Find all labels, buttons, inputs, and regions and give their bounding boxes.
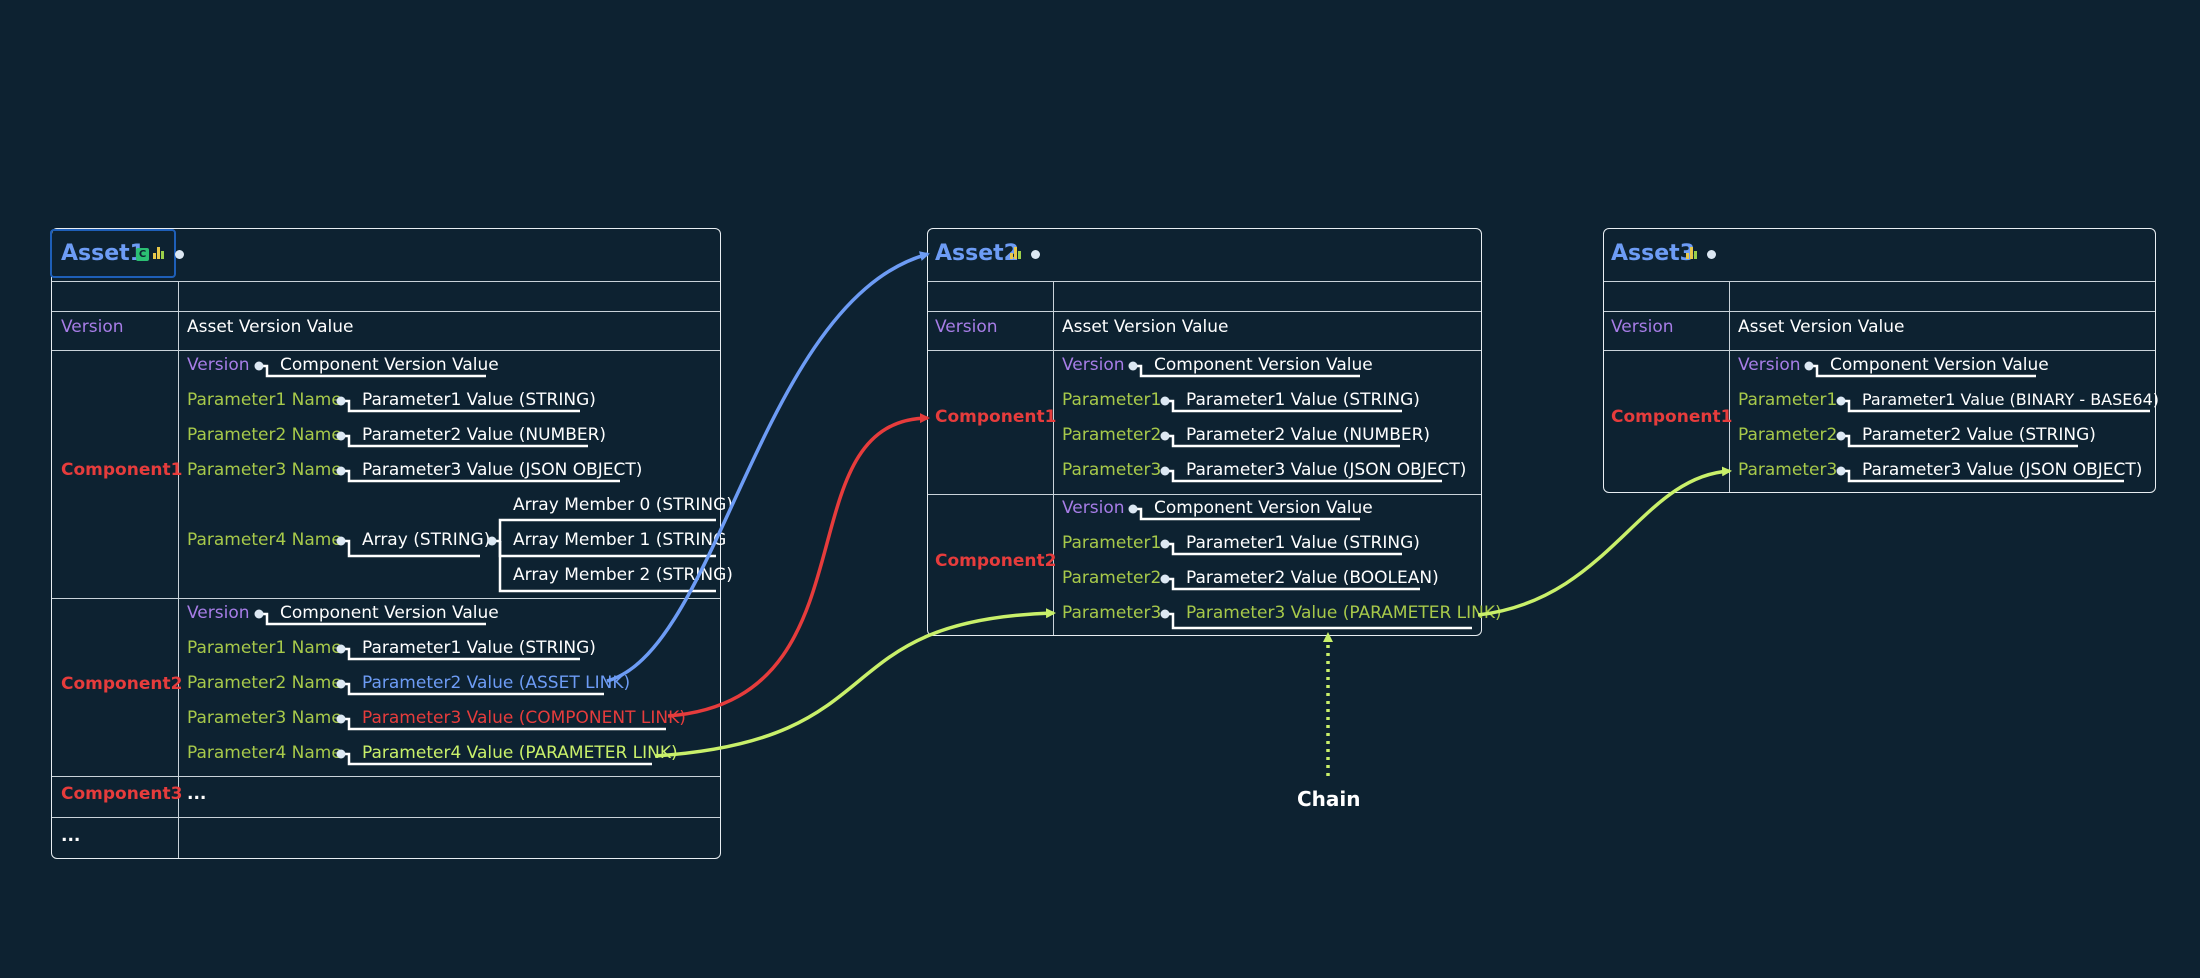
circle-c-icon: C [136, 248, 149, 261]
asset3-title[interactable]: Asset3 [1611, 241, 1695, 266]
divider [928, 281, 1481, 282]
parameter1-name: Parameter1 Name [187, 390, 342, 410]
bar-chart-icon [1010, 247, 1024, 259]
asset1-title[interactable]: Asset1 [61, 241, 145, 266]
component3-value: ... [187, 784, 207, 804]
port-dot-icon[interactable] [175, 250, 184, 259]
divider [1053, 281, 1054, 635]
parameter2-name: Parameter2 [1062, 568, 1162, 588]
parameter3-name: Parameter3 [1062, 460, 1162, 480]
port-dot-icon[interactable] [1031, 250, 1040, 259]
parameter4-name: Parameter4 Name [187, 743, 342, 763]
parameter1-value[interactable]: Parameter1 Value (STRING) [1186, 533, 1420, 553]
component-version-value[interactable]: Component Version Value [280, 355, 499, 375]
parameter2-value[interactable]: Parameter2 Value (BOOLEAN) [1186, 568, 1439, 588]
asset-version-value[interactable]: Asset Version Value [1062, 317, 1229, 337]
parameter1-name: Parameter1 [1062, 390, 1162, 410]
parameter3-name: Parameter3 Name [187, 708, 342, 728]
component3-label[interactable]: Component3 [61, 784, 183, 804]
divider [52, 776, 720, 777]
divider [928, 311, 1481, 312]
parameter2-name: Parameter2 Name [187, 673, 342, 693]
parameter4-name: Parameter4 Name [187, 530, 342, 550]
divider [928, 494, 1481, 495]
chain-label: Chain [1297, 787, 1361, 811]
parameter2-name: Parameter2 [1062, 425, 1162, 445]
parameter3-value[interactable]: Parameter3 Value (JSON OBJECT) [1186, 460, 1467, 480]
component-version-label: Version [187, 603, 250, 623]
component1-label[interactable]: Component1 [1611, 407, 1733, 427]
divider [52, 817, 720, 818]
more-components: ... [61, 826, 81, 846]
parameter2-value-asset-link[interactable]: Parameter2 Value (ASSET LINK) [362, 673, 631, 693]
component-version-value[interactable]: Component Version Value [280, 603, 499, 623]
component-version-value[interactable]: Component Version Value [1154, 498, 1373, 518]
divider [52, 598, 720, 599]
divider [928, 350, 1481, 351]
parameter4-value[interactable]: Array (STRING) [362, 530, 491, 550]
bar-chart-icon [153, 247, 167, 259]
component2-label[interactable]: Component2 [935, 551, 1057, 571]
component-version-label: Version [1738, 355, 1801, 375]
parameter2-name: Parameter2 Name [187, 425, 342, 445]
asset-version-value[interactable]: Asset Version Value [1738, 317, 1905, 337]
parameter1-value[interactable]: Parameter1 Value (BINARY - BASE64) [1862, 390, 2159, 409]
parameter3-name: Parameter3 [1062, 603, 1162, 623]
parameter1-value[interactable]: Parameter1 Value (STRING) [1186, 390, 1420, 410]
parameter1-value[interactable]: Parameter1 Value (STRING) [362, 390, 596, 410]
asset-version-label: Version [935, 317, 998, 337]
component2-label[interactable]: Component2 [61, 674, 183, 694]
port-dot-icon[interactable] [1707, 250, 1716, 259]
array-member-0[interactable]: Array Member 0 (STRING) [513, 495, 733, 515]
parameter2-value[interactable]: Parameter2 Value (NUMBER) [362, 425, 607, 445]
component1-label[interactable]: Component1 [935, 407, 1057, 427]
asset3-card[interactable] [1603, 228, 2156, 493]
component-version-value[interactable]: Component Version Value [1154, 355, 1373, 375]
parameter1-value[interactable]: Parameter1 Value (STRING) [362, 638, 596, 658]
parameter3-value-component-link[interactable]: Parameter3 Value (COMPONENT LINK) [362, 708, 686, 728]
divider [52, 311, 720, 312]
parameter4-value-parameter-link[interactable]: Parameter4 Value (PARAMETER LINK) [362, 743, 678, 763]
component-version-label: Version [187, 355, 250, 375]
component1-label[interactable]: Component1 [61, 460, 183, 480]
parameter1-name: Parameter1 [1062, 533, 1162, 553]
component-version-value[interactable]: Component Version Value [1830, 355, 2049, 375]
divider [1729, 281, 1730, 492]
bar-chart-icon [1686, 247, 1700, 259]
component-version-label: Version [1062, 498, 1125, 518]
asset2-title[interactable]: Asset2 [935, 241, 1019, 266]
divider [52, 281, 720, 282]
asset-version-label: Version [1611, 317, 1674, 337]
divider [178, 281, 179, 858]
array-member-1[interactable]: Array Member 1 (STRING [513, 530, 727, 550]
divider [52, 350, 720, 351]
parameter1-name: Parameter1 [1738, 390, 1838, 410]
divider [1604, 281, 2155, 282]
parameter2-name: Parameter2 [1738, 425, 1838, 445]
divider [1604, 350, 2155, 351]
parameter3-value-parameter-link[interactable]: Parameter3 Value (PARAMETER LINK) [1186, 603, 1502, 623]
parameter3-value[interactable]: Parameter3 Value (JSON OBJECT) [1862, 460, 2143, 480]
array-member-2[interactable]: Array Member 2 (STRING) [513, 565, 733, 585]
parameter3-name: Parameter3 Name [187, 460, 342, 480]
parameter3-name: Parameter3 [1738, 460, 1838, 480]
parameter1-name: Parameter1 Name [187, 638, 342, 658]
parameter3-value[interactable]: Parameter3 Value (JSON OBJECT) [362, 460, 643, 480]
parameter2-value[interactable]: Parameter2 Value (NUMBER) [1186, 425, 1431, 445]
parameter2-value[interactable]: Parameter2 Value (STRING) [1862, 425, 2096, 445]
divider [1604, 311, 2155, 312]
component-version-label: Version [1062, 355, 1125, 375]
asset-version-value[interactable]: Asset Version Value [187, 317, 354, 337]
asset-version-label: Version [61, 317, 124, 337]
